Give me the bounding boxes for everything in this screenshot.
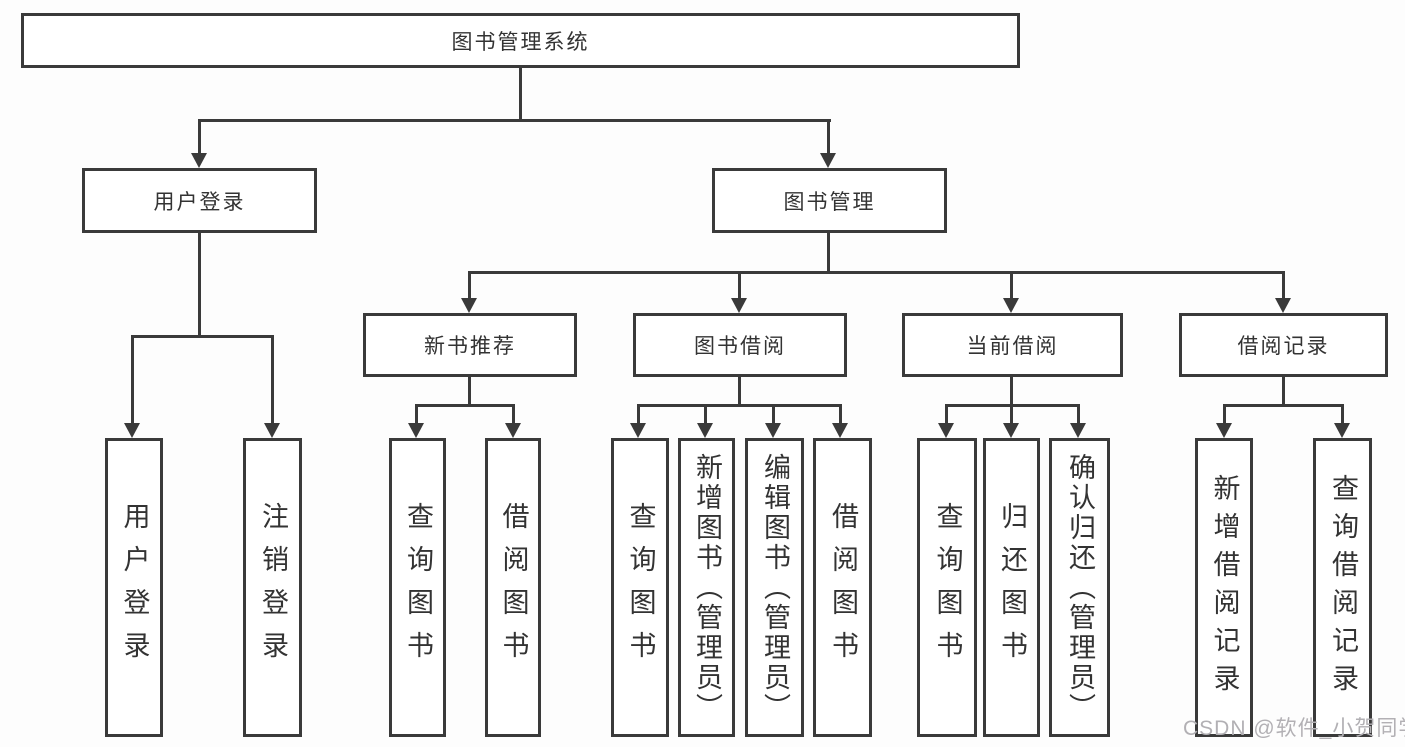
leaf-label: 确认归还（管理员） — [1065, 452, 1095, 723]
connector-line — [1010, 404, 1013, 425]
arrow-down-icon — [731, 298, 747, 313]
leaf-query-book-2: 查询图书 — [611, 438, 669, 737]
leaf-logout: 注销登录 — [243, 438, 302, 737]
arrow-down-icon — [1003, 298, 1019, 313]
arrow-down-icon — [505, 423, 521, 438]
node-root: 图书管理系统 — [21, 13, 1020, 68]
arrow-down-icon — [820, 153, 836, 168]
arrow-down-icon — [191, 153, 207, 168]
connector-line — [468, 377, 471, 407]
leaf-label: 归还图书 — [997, 501, 1027, 674]
leaf-query-book-3: 查询图书 — [917, 438, 977, 737]
arrow-down-icon — [124, 423, 140, 438]
leaf-return-book: 归还图书 — [983, 438, 1040, 737]
leaf-label: 新增借阅记录 — [1209, 473, 1240, 702]
connector-line — [1010, 377, 1013, 407]
connector-line — [198, 233, 201, 338]
leaf-label: 用户登录 — [119, 501, 150, 674]
arrow-down-icon — [1003, 423, 1019, 438]
connector-line — [468, 271, 471, 300]
leaf-label: 注销登录 — [258, 501, 288, 674]
connector-line — [131, 335, 134, 425]
node-user-login: 用户登录 — [82, 168, 317, 233]
leaf-confirm-return-admin: 确认归还（管理员） — [1049, 438, 1110, 737]
leaf-label: 借阅图书 — [498, 501, 529, 674]
connector-line — [131, 335, 274, 338]
connector-line — [839, 404, 842, 425]
leaf-label: 新增图书（管理员） — [692, 452, 722, 723]
arrow-down-icon — [408, 423, 424, 438]
leaf-borrow-book-2: 借阅图书 — [813, 438, 872, 737]
connector-line — [738, 377, 741, 407]
connector-line — [512, 404, 515, 425]
csdn-watermark: CSDN @软件_小贺同学 — [1183, 717, 1405, 740]
connector-line — [1010, 271, 1013, 300]
connector-line — [637, 404, 842, 407]
leaf-label: 查询借阅记录 — [1328, 473, 1358, 702]
connector-line — [198, 119, 201, 155]
connector-line — [271, 335, 274, 425]
leaf-borrow-book-1: 借阅图书 — [485, 438, 541, 737]
connector-line — [1282, 377, 1285, 407]
connector-line — [1282, 271, 1285, 300]
arrow-down-icon — [1216, 423, 1232, 438]
leaf-add-book-admin: 新增图书（管理员） — [678, 438, 735, 737]
connector-line — [519, 68, 522, 122]
connector-line — [704, 404, 707, 425]
leaf-label: 查询图书 — [932, 501, 963, 674]
leaf-label: 借阅图书 — [828, 501, 858, 674]
connector-line — [827, 233, 830, 274]
arrow-down-icon — [461, 298, 477, 313]
arrow-down-icon — [1070, 423, 1086, 438]
connector-line — [827, 119, 830, 155]
connector-line — [415, 404, 515, 407]
connector-line — [468, 271, 1285, 274]
arrow-down-icon — [938, 423, 954, 438]
arrow-down-icon — [264, 423, 280, 438]
node-current-borrow: 当前借阅 — [902, 313, 1123, 377]
node-book-borrow: 图书借阅 — [633, 313, 847, 377]
arrow-down-icon — [697, 423, 713, 438]
leaf-add-borrow-record: 新增借阅记录 — [1195, 438, 1253, 737]
arrow-down-icon — [1275, 298, 1291, 313]
node-book-management: 图书管理 — [712, 168, 947, 233]
connector-line — [738, 271, 741, 300]
leaf-label: 编辑图书（管理员） — [760, 452, 790, 723]
connector-line — [1223, 404, 1226, 425]
arrow-down-icon — [765, 423, 781, 438]
connector-line — [945, 404, 948, 425]
connector-line — [1341, 404, 1344, 425]
leaf-edit-book-admin: 编辑图书（管理员） — [745, 438, 804, 737]
connector-line — [637, 404, 640, 425]
leaf-query-borrow-record: 查询借阅记录 — [1313, 438, 1372, 737]
node-borrow-record: 借阅记录 — [1179, 313, 1388, 377]
connector-line — [415, 404, 418, 425]
arrow-down-icon — [1334, 423, 1350, 438]
arrow-down-icon — [832, 423, 848, 438]
node-new-book-recommend: 新书推荐 — [363, 313, 577, 377]
connector-line — [772, 404, 775, 425]
connector-line — [198, 119, 831, 122]
leaf-query-book-1: 查询图书 — [389, 438, 446, 737]
connector-line — [1077, 404, 1080, 425]
arrow-down-icon — [630, 423, 646, 438]
connector-line — [1223, 404, 1344, 407]
leaf-label: 查询图书 — [625, 501, 656, 674]
leaf-user-login: 用户登录 — [105, 438, 163, 737]
leaf-label: 查询图书 — [403, 501, 433, 674]
